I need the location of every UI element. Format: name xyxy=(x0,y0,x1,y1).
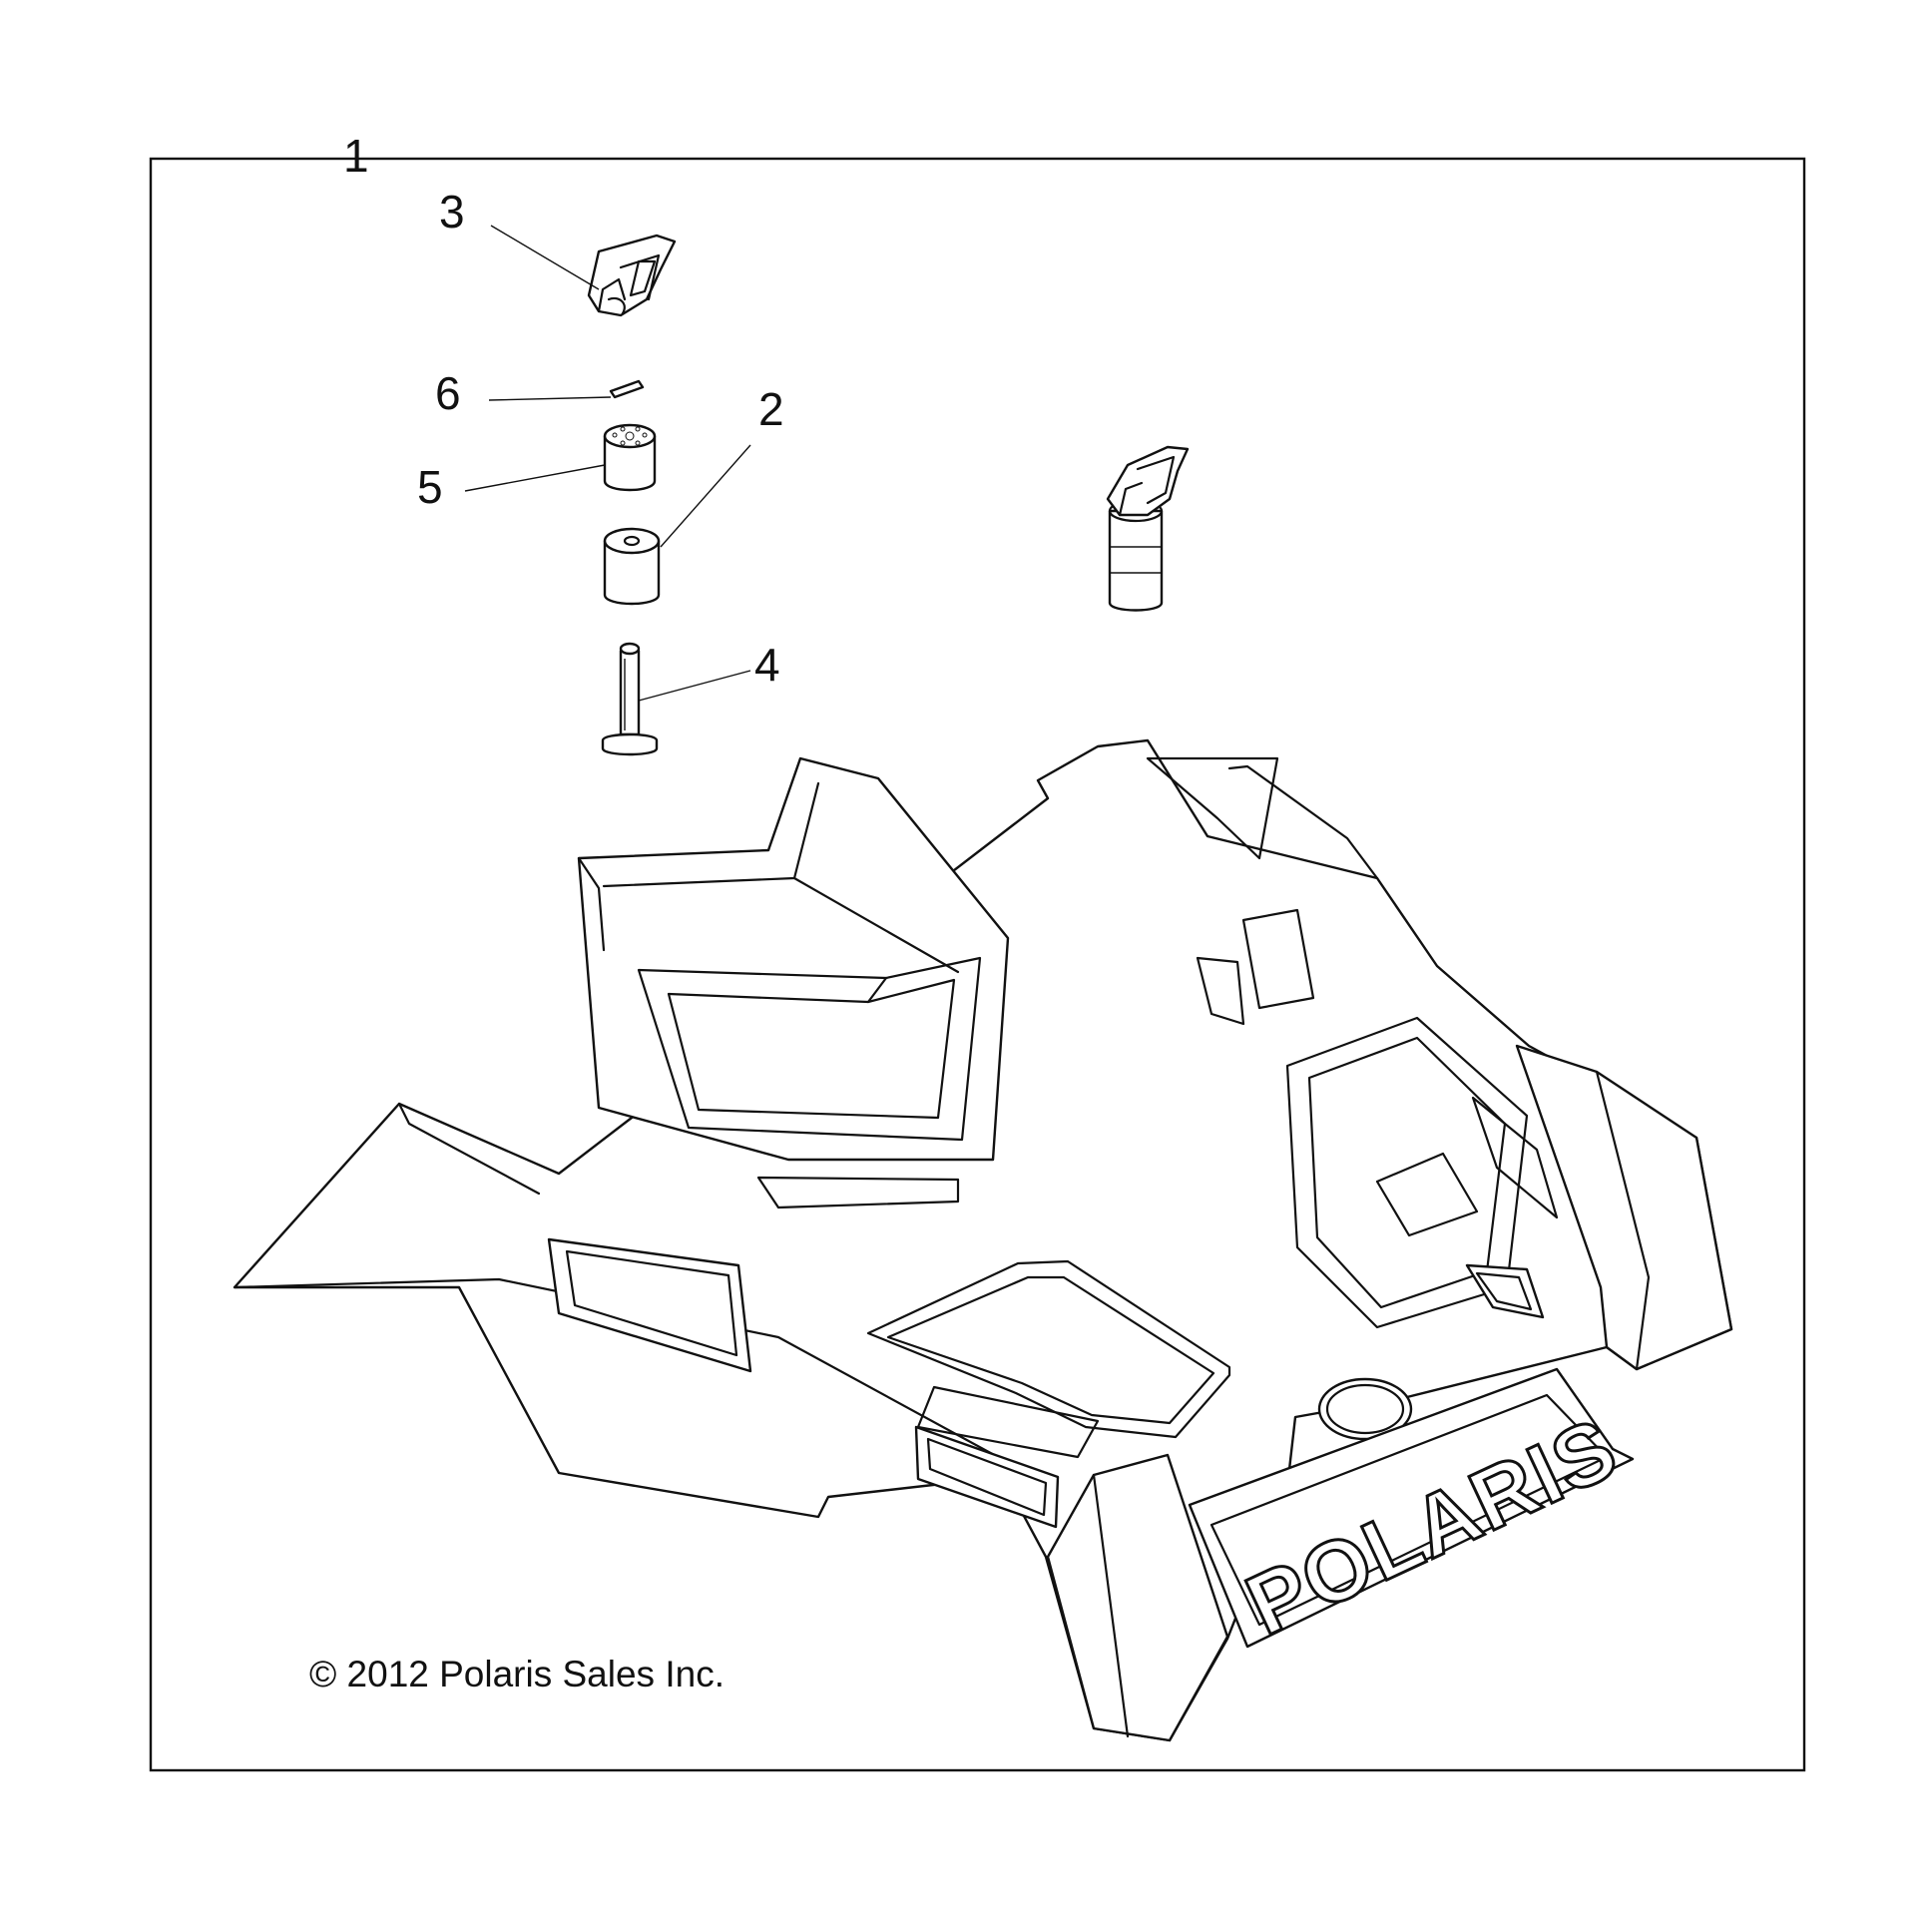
diagram-frame xyxy=(149,157,1806,1772)
callout-5: 5 xyxy=(417,461,443,513)
part-5-bushing xyxy=(603,423,657,492)
callout-4: 4 xyxy=(754,639,780,691)
leader-2 xyxy=(660,444,751,548)
copyright-notice: © 2012 Polaris Sales Inc. xyxy=(309,1654,724,1694)
callout-6: 6 xyxy=(435,367,461,419)
callout-2: 2 xyxy=(758,383,784,435)
part-4-bolt xyxy=(601,642,659,756)
assembled-latch-assembly xyxy=(1106,445,1190,612)
part-6-pin xyxy=(609,379,645,399)
leader-6 xyxy=(488,396,612,401)
main-rack-body xyxy=(233,738,1733,1742)
callout-3: 3 xyxy=(439,186,465,238)
part-3-latch xyxy=(587,234,677,317)
callout-1: 1 xyxy=(343,130,369,182)
leader-3 xyxy=(490,225,600,290)
leader-5 xyxy=(464,464,606,492)
leader-4 xyxy=(638,670,751,702)
part-2-spacer xyxy=(603,527,661,606)
